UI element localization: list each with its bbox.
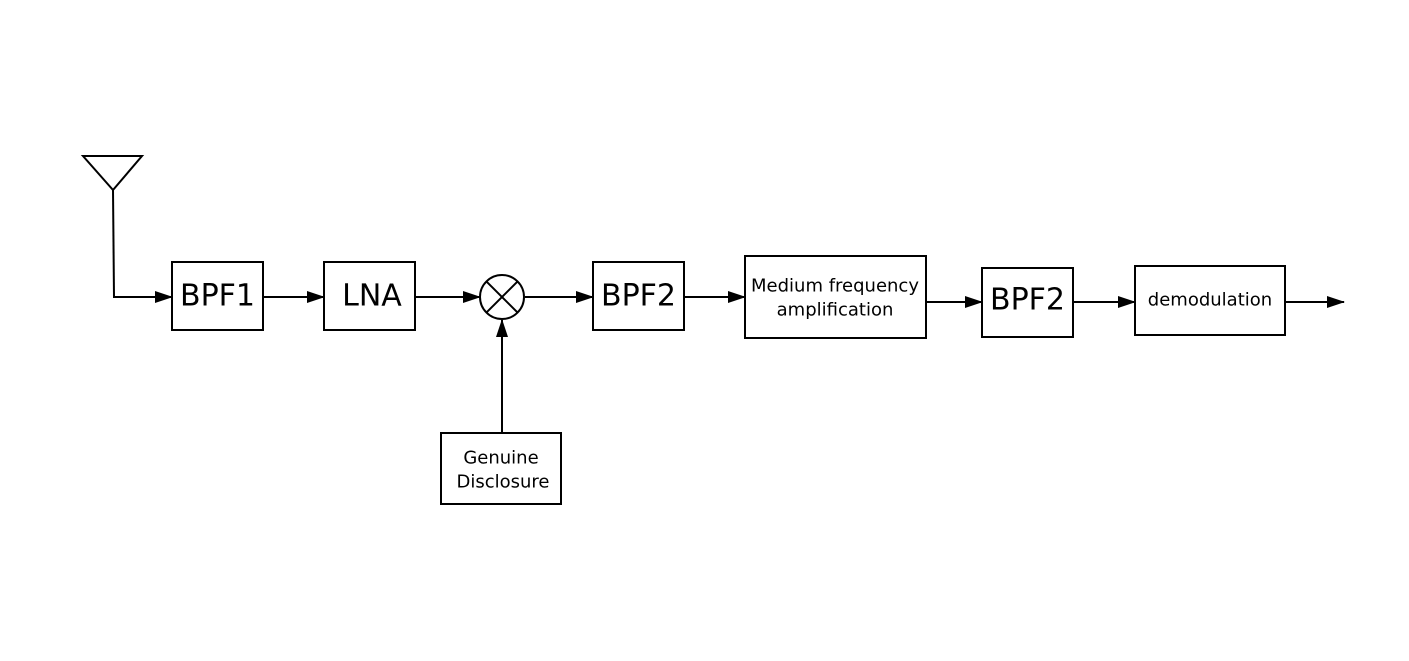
demodulation-label: demodulation xyxy=(1148,290,1272,311)
bpf1-label: BPF1 xyxy=(180,279,255,314)
local-oscillator-label-line-2: Disclosure xyxy=(456,472,549,493)
lna-block: LNA xyxy=(323,261,416,331)
bpf1-block: BPF1 xyxy=(171,261,264,331)
bpf2-second-block: BPF2 xyxy=(981,267,1074,338)
medium-frequency-label-line-1: Medium frequency xyxy=(751,276,919,297)
bpf2-second-label: BPF2 xyxy=(990,283,1065,318)
medium-frequency-amplification-block: Medium frequency amplification xyxy=(744,255,927,339)
local-oscillator-label-line-1: Genuine xyxy=(463,448,538,469)
demodulation-block: demodulation xyxy=(1134,265,1286,336)
mixer-icon xyxy=(479,274,525,320)
local-oscillator-block: Genuine Disclosure xyxy=(440,432,562,505)
bpf2-first-label: BPF2 xyxy=(601,279,676,314)
medium-frequency-label-line-2: amplification xyxy=(777,300,894,321)
lna-label: LNA xyxy=(342,279,402,314)
bpf2-first-block: BPF2 xyxy=(592,261,685,331)
antenna-icon xyxy=(80,155,145,298)
